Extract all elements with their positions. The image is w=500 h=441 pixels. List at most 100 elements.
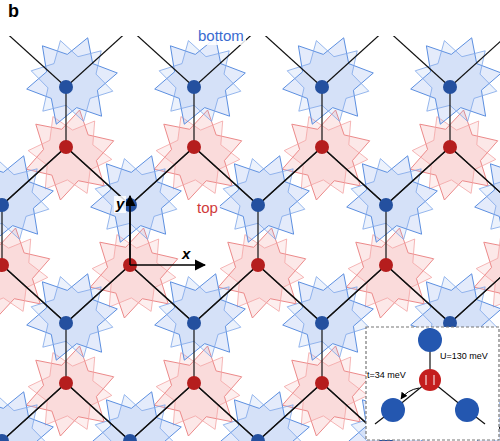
star-bottom xyxy=(91,392,182,441)
star-bottom xyxy=(219,392,310,441)
lattice-bond xyxy=(258,383,322,441)
lattice-bond xyxy=(66,383,130,441)
spin-marks xyxy=(426,375,434,385)
lattice-bond xyxy=(2,147,66,205)
lattice-bond xyxy=(193,87,194,147)
star-bottom xyxy=(0,159,49,240)
lattice-bond xyxy=(194,383,258,441)
lattice-bond xyxy=(130,147,194,205)
lattice-bond xyxy=(386,147,450,205)
lattice-bond xyxy=(1,205,2,265)
red-site xyxy=(59,376,73,390)
hopping-label: t=34 meV xyxy=(367,371,406,381)
lattice-bond xyxy=(322,147,386,205)
lattice-bond xyxy=(258,147,322,205)
lattice-bond xyxy=(66,265,130,323)
lattice-bond xyxy=(386,147,450,205)
lattice-bond xyxy=(258,147,322,205)
blue-site xyxy=(187,316,201,330)
lattice-bond xyxy=(130,265,194,323)
red-site xyxy=(315,140,329,154)
red-site xyxy=(315,376,329,390)
lattice-bond xyxy=(258,265,322,323)
star-bottom xyxy=(0,395,49,441)
red-site xyxy=(59,140,73,154)
lattice-bond xyxy=(0,36,2,87)
lattice-bond xyxy=(450,147,500,205)
lattice-bond xyxy=(194,383,258,441)
lattice-bond xyxy=(2,265,66,323)
lattice-bond xyxy=(193,323,194,383)
lattice-bond xyxy=(194,147,258,205)
star-top xyxy=(156,353,240,430)
lattice-bond xyxy=(258,36,322,87)
lattice-bond xyxy=(130,383,194,441)
blue-site xyxy=(0,198,9,212)
lattice-bond xyxy=(2,36,66,87)
inset-blue-site xyxy=(418,328,442,352)
blue-site xyxy=(59,80,73,94)
lattice-bond xyxy=(66,36,130,87)
layer-label: top xyxy=(195,200,220,217)
lattice-bond xyxy=(450,147,500,205)
red-site xyxy=(379,258,393,272)
lattice-bond xyxy=(130,36,194,87)
lattice-bond xyxy=(194,147,258,205)
blue-site xyxy=(59,316,73,330)
lattice-bond xyxy=(0,147,2,205)
lattice-bond xyxy=(66,265,130,323)
inset-blue-site xyxy=(381,398,405,422)
lattice-bond xyxy=(322,36,386,87)
lattice-bond xyxy=(194,265,258,323)
lattice-bond xyxy=(0,265,2,323)
red-site xyxy=(187,140,201,154)
layer-label: bottom xyxy=(196,28,246,45)
lattice-bond xyxy=(450,265,500,323)
star-bottom xyxy=(475,156,500,242)
axis-label: x xyxy=(180,246,192,263)
lattice-bond xyxy=(386,265,450,323)
star-top xyxy=(284,117,368,194)
lattice-bond xyxy=(385,205,386,265)
star-top xyxy=(412,117,496,194)
lattice-bond xyxy=(450,36,500,87)
lattice-bond xyxy=(130,265,194,323)
inset-blue-site xyxy=(455,398,479,422)
star-bottom xyxy=(479,159,500,240)
star-top xyxy=(28,353,112,430)
red-site xyxy=(443,140,457,154)
star-top xyxy=(348,235,432,312)
star-bottom xyxy=(223,395,305,441)
star-top xyxy=(220,235,304,312)
lattice-bond xyxy=(322,265,386,323)
red-site xyxy=(187,376,201,390)
lattice-bond xyxy=(450,265,500,323)
lattice-bond xyxy=(2,383,66,441)
red-site xyxy=(0,258,9,272)
x-axis xyxy=(130,264,205,266)
lattice-bond xyxy=(386,36,450,87)
interaction-label: U=130 meV xyxy=(440,352,488,362)
blue-site xyxy=(123,434,137,441)
lattice-bond xyxy=(258,383,322,441)
lattice-bond xyxy=(0,383,2,441)
star-bottom xyxy=(0,392,53,441)
blue-site xyxy=(443,80,457,94)
lattice-bond xyxy=(2,265,66,323)
y-axis xyxy=(129,196,131,265)
blue-site xyxy=(379,198,393,212)
blue-site xyxy=(251,434,265,441)
axis-label: y xyxy=(114,196,126,213)
inset-red-site xyxy=(419,369,441,391)
lattice-bond xyxy=(2,383,66,441)
lattice-bond xyxy=(0,147,2,205)
star-bottom xyxy=(411,38,500,124)
lattice-bond xyxy=(321,87,322,147)
lattice-bond xyxy=(194,265,258,323)
blue-site xyxy=(251,198,265,212)
star-top xyxy=(156,117,240,194)
lattice-bond xyxy=(65,323,66,383)
blue-site xyxy=(315,316,329,330)
